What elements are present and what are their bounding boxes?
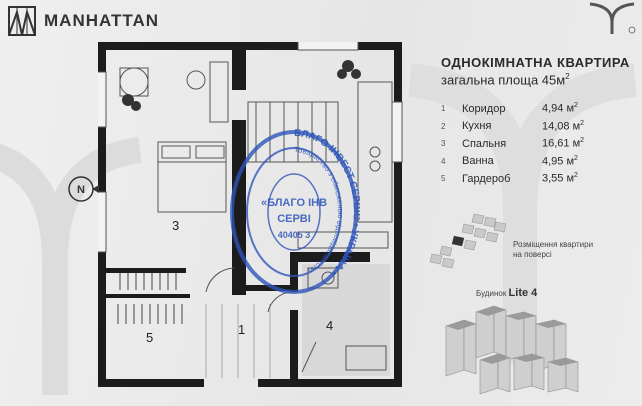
room-name: Коридор	[462, 102, 506, 115]
total-area: загальна площа 45м2	[441, 72, 570, 87]
room-number-1: 1	[238, 322, 246, 337]
plant-icon	[122, 60, 361, 111]
compass-label: N	[77, 184, 85, 196]
room-index: 2	[441, 121, 446, 131]
building-3d-diagram	[445, 305, 579, 395]
stamp-center-line-1: «БЛАГО ІНВ	[261, 197, 327, 209]
room-area-value: 14,08 м	[542, 120, 581, 133]
brand-watermark-right	[408, 63, 637, 365]
room-row: 4 Ванна 4,95 м2	[441, 153, 584, 171]
building-prefix: Будинок	[476, 289, 507, 298]
room-index: 1	[441, 104, 446, 114]
room-area-value: 3,55 м	[542, 173, 575, 186]
room-name: Ванна	[462, 155, 494, 168]
room-name: Гардероб	[462, 172, 511, 185]
room-row: 5 Гардероб 3,55 м2	[441, 170, 584, 188]
stamp-center-line-2: СЕРВІ	[277, 213, 311, 225]
room-row: 1 Коридор 4,94 м2	[441, 100, 584, 118]
brand-mark-icon	[589, 2, 636, 34]
room-area-sup: 2	[574, 154, 578, 162]
room-area: 4,94 м2	[542, 102, 578, 115]
floor-location-caption: Розміщення квартири на поверсі	[513, 240, 593, 260]
building-name: Lite 4	[508, 287, 538, 299]
floor-caption-line-1: Розміщення квартири	[513, 240, 594, 249]
floor-position-diagram	[430, 213, 507, 269]
room-area-value: 16,61 м	[542, 138, 581, 151]
room-area-value: 4,94 м	[542, 103, 575, 116]
room-number-3: 3	[172, 218, 180, 233]
stamp-code: 40405 3	[278, 230, 311, 240]
room-area-sup: 2	[574, 102, 578, 110]
room-area-value: 4,95 м	[542, 155, 575, 168]
brand-logo: MANHATTAN	[8, 6, 159, 36]
room-area: 14,08 м2	[542, 120, 584, 133]
room-area: 3,55 м2	[542, 172, 578, 185]
room-area-sup: 2	[580, 119, 585, 127]
brand-name: MANHATTAN	[44, 11, 160, 30]
room-number-4: 4	[326, 318, 334, 333]
total-area-unit: м	[556, 72, 566, 88]
manhattan-logo-icon	[8, 6, 36, 36]
room-name: Спальня	[462, 137, 507, 150]
apartment-type-title: ОДНОКІМНАТНА КВАРТИРА	[441, 55, 630, 70]
room-number-5: 5	[146, 330, 154, 345]
room-area-sup: 2	[580, 137, 585, 145]
room-row: 3 Спальня 16,61 м2	[441, 135, 584, 153]
room-index: 5	[441, 174, 446, 184]
total-area-label: загальна площа 45	[441, 72, 557, 88]
floor-caption-line-2: на поверсі	[513, 250, 552, 259]
brand-watermark-left	[0, 137, 142, 395]
room-area: 4,95 м2	[542, 155, 578, 168]
company-stamp: БЛАГО ІНВЕСТ СЕРВІС • УКРАЇНА • Товарист…	[230, 128, 360, 294]
room-area: 16,61 м2	[542, 137, 584, 150]
room-area-sup: 2	[574, 172, 578, 180]
building-label: Будинок Lite 4	[476, 287, 537, 299]
room-name: Кухня	[462, 120, 492, 133]
room-row: 2 Кухня 14,08 м2	[441, 118, 584, 136]
room-index: 4	[441, 156, 446, 166]
compass-icon: N	[68, 176, 99, 202]
rooms-list: 1 Коридор 4,94 м2 2 Кухня 14,08 м2 3 Спа…	[441, 100, 584, 188]
total-area-sup: 2	[565, 72, 570, 81]
room-index: 3	[441, 139, 446, 149]
